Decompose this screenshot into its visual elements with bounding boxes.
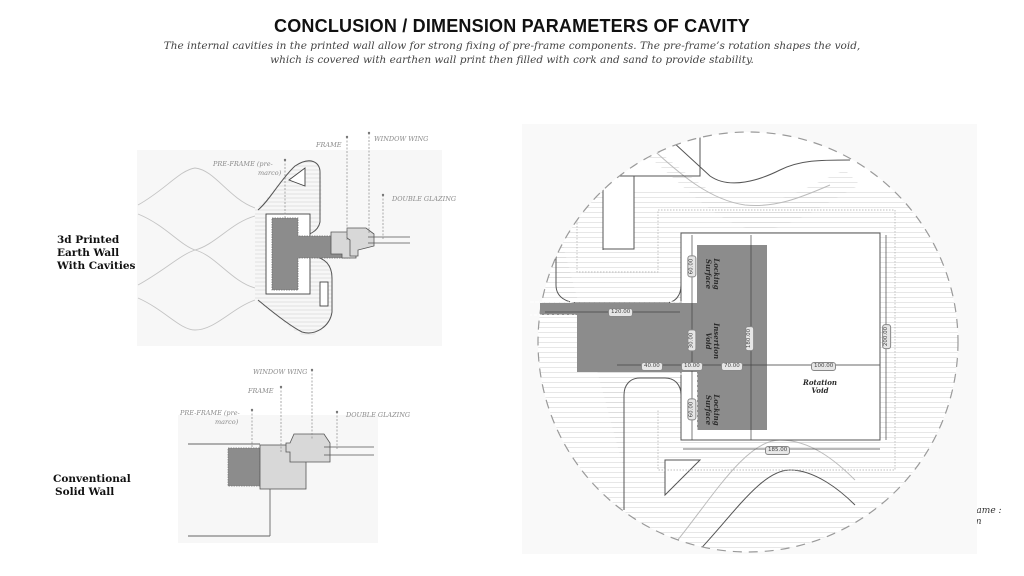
solid-wall-label-line: Solid Wall xyxy=(55,486,115,498)
dim-insertion-height: 30.00 xyxy=(687,329,697,352)
annotation-window-wing: WINDOW WING xyxy=(374,135,428,143)
solid-wall-label: Conventional Solid Wall xyxy=(53,473,131,499)
printed-wall-label-line: With Cavities xyxy=(57,260,136,272)
zone-rotation-void: Rotation Void xyxy=(795,379,845,395)
dim-pre-frame-height: 180.00 xyxy=(745,325,755,352)
zone-locking-surface-top: Locking Surface xyxy=(704,256,721,292)
printed-wall-label: 3d Printed Earth Wall With Cavities xyxy=(57,234,135,273)
dim-insertion-width: 40.00 xyxy=(641,362,663,371)
page-title: CONCLUSION / DIMENSION PARAMETERS OF CAV… xyxy=(274,16,750,36)
printed-wall-label-line: Earth Wall xyxy=(57,247,120,259)
zone-locking-surface-bottom: Locking Surface xyxy=(704,392,721,428)
solid-wall-label-line: Conventional xyxy=(53,473,131,485)
zone-label-line: Locking xyxy=(712,258,721,290)
zone-label-line: Surface xyxy=(704,258,713,290)
window-wing-shape xyxy=(285,433,331,463)
subtitle-line-2: which is covered with earthen wall print… xyxy=(270,54,754,66)
annotation-pre-frame-cont: marco) xyxy=(258,169,282,177)
dim-cavity-width: 185.00 xyxy=(765,446,791,455)
wall-wave-lines xyxy=(137,167,256,331)
zone-label-line: Void xyxy=(811,386,829,395)
dim-arm-length: 120.00 xyxy=(608,308,634,317)
dim-gap: 10.00 xyxy=(681,362,703,371)
subtitle-line-1: The internal cavities in the printed wal… xyxy=(163,40,861,52)
leader-lines xyxy=(284,133,384,240)
solid-wall-diagram: PRE-FRAME (pre- marco) FRAME WINDOW WING… xyxy=(178,368,410,543)
dim-rotation-width: 100.00 xyxy=(811,362,837,371)
annotation-frame: FRAME xyxy=(315,141,342,149)
printed-wall-label-line: 3d Printed xyxy=(57,234,120,246)
zone-label-line: Insertion xyxy=(712,322,721,360)
annotation-double-glazing: DOUBLE GLAZING xyxy=(345,411,410,419)
zone-label-line: Locking xyxy=(712,394,721,426)
zone-label-line: Rotation xyxy=(803,378,837,387)
annotation-pre-frame: PRE-FRAME (pre- xyxy=(179,409,240,417)
dim-locking-top: 60.00 xyxy=(687,255,697,278)
zone-insertion-void: Insertion Void xyxy=(704,321,721,361)
insertion-void-shape xyxy=(540,245,767,430)
annotation-double-glazing: DOUBLE GLAZING xyxy=(391,195,456,203)
zone-label-line: Void xyxy=(704,332,713,350)
annotation-frame: FRAME xyxy=(247,387,274,395)
annotation-window-wing: WINDOW WING xyxy=(253,368,307,376)
leader-lines xyxy=(251,370,338,452)
annotation-pre-frame-cont: marco) xyxy=(215,418,239,426)
dim-cavity-height: 200.00 xyxy=(882,323,892,350)
annotation-pre-frame: PRE-FRAME (pre- xyxy=(212,160,273,168)
window-wing-shape xyxy=(346,227,375,257)
page-subtitle: The internal cavities in the printed wal… xyxy=(150,39,874,67)
pre-frame-shape xyxy=(227,447,261,487)
detail-circle-outline xyxy=(537,131,959,553)
zone-label-line: Surface xyxy=(704,394,713,426)
dim-pre-frame-depth: 70.00 xyxy=(721,362,743,371)
printed-wall-diagram: PRE-FRAME (pre- marco) FRAME WINDOW WING… xyxy=(137,131,456,346)
dim-locking-bottom: 60.00 xyxy=(687,398,697,421)
